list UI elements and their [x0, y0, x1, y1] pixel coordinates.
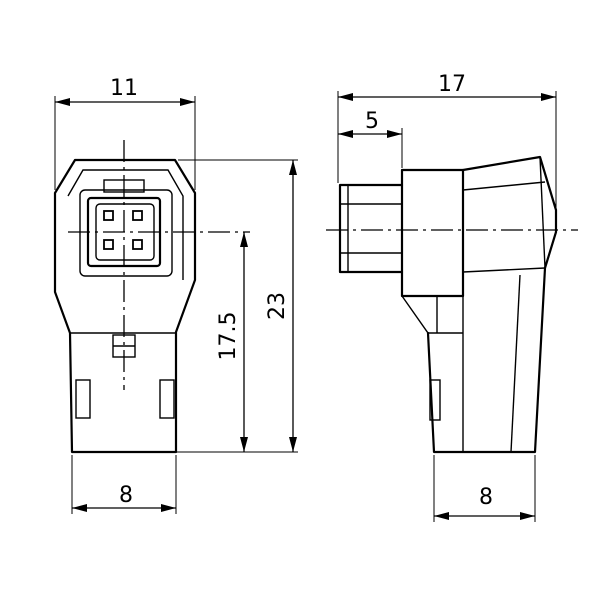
side-plug: [338, 183, 404, 274]
side-body-inner-edge: [510, 274, 521, 453]
side-plug-ribs: [340, 203, 402, 254]
side-body-ridge-top: [462, 181, 546, 191]
front-body-outline: [53, 158, 197, 454]
front-notch-left: [75, 379, 91, 419]
dim-8-side-arrow-right: [520, 512, 535, 520]
front-inner-chamfer: [67, 169, 184, 280]
dim-17-arrow-right: [541, 93, 556, 101]
dim-23-arrow-top: [289, 160, 297, 175]
side-neck-left: [401, 295, 463, 334]
pin-top-left: [103, 210, 114, 221]
socket-housing: [79, 189, 173, 277]
dim-label-11: 11: [110, 76, 138, 101]
dim-5-arrow-right: [387, 130, 402, 138]
side-flange: [400, 168, 465, 298]
dim-label-8-front: 8: [119, 483, 133, 508]
side-dimensions: 17 5 8: [337, 72, 557, 522]
dim-label-17-5: 17.5: [216, 312, 241, 361]
dim-label-8-side: 8: [479, 485, 493, 510]
dim-8-front-arrow-left: [72, 504, 87, 512]
side-view: [326, 155, 578, 454]
dim-label-5: 5: [365, 109, 379, 134]
front-notch-right: [159, 379, 175, 419]
side-body-outline: [426, 155, 558, 454]
front-view: [53, 140, 250, 454]
dim-label-23: 23: [265, 292, 290, 320]
dim-17-5-arrow-bottom: [240, 437, 248, 452]
dim-8-side-arrow-left: [434, 512, 449, 520]
dim-label-17: 17: [438, 72, 466, 97]
dim-11-arrow-right: [180, 98, 195, 106]
pin-bottom-left: [103, 239, 114, 250]
dim-17-5-arrow-top: [240, 232, 248, 247]
dim-23-arrow-bottom: [289, 437, 297, 452]
dim-17-arrow-left: [338, 93, 353, 101]
dim-5-arrow-left: [338, 130, 353, 138]
dim-11-arrow-left: [55, 98, 70, 106]
pin-top-right: [132, 210, 143, 221]
side-body-front-edge: [539, 156, 546, 269]
pin-bottom-right: [132, 239, 143, 250]
dim-8-front-arrow-right: [161, 504, 176, 512]
side-notch: [429, 379, 441, 421]
front-dimensions: 11 23 17.5 8: [54, 76, 298, 514]
side-body-ridge-bottom: [462, 267, 546, 273]
